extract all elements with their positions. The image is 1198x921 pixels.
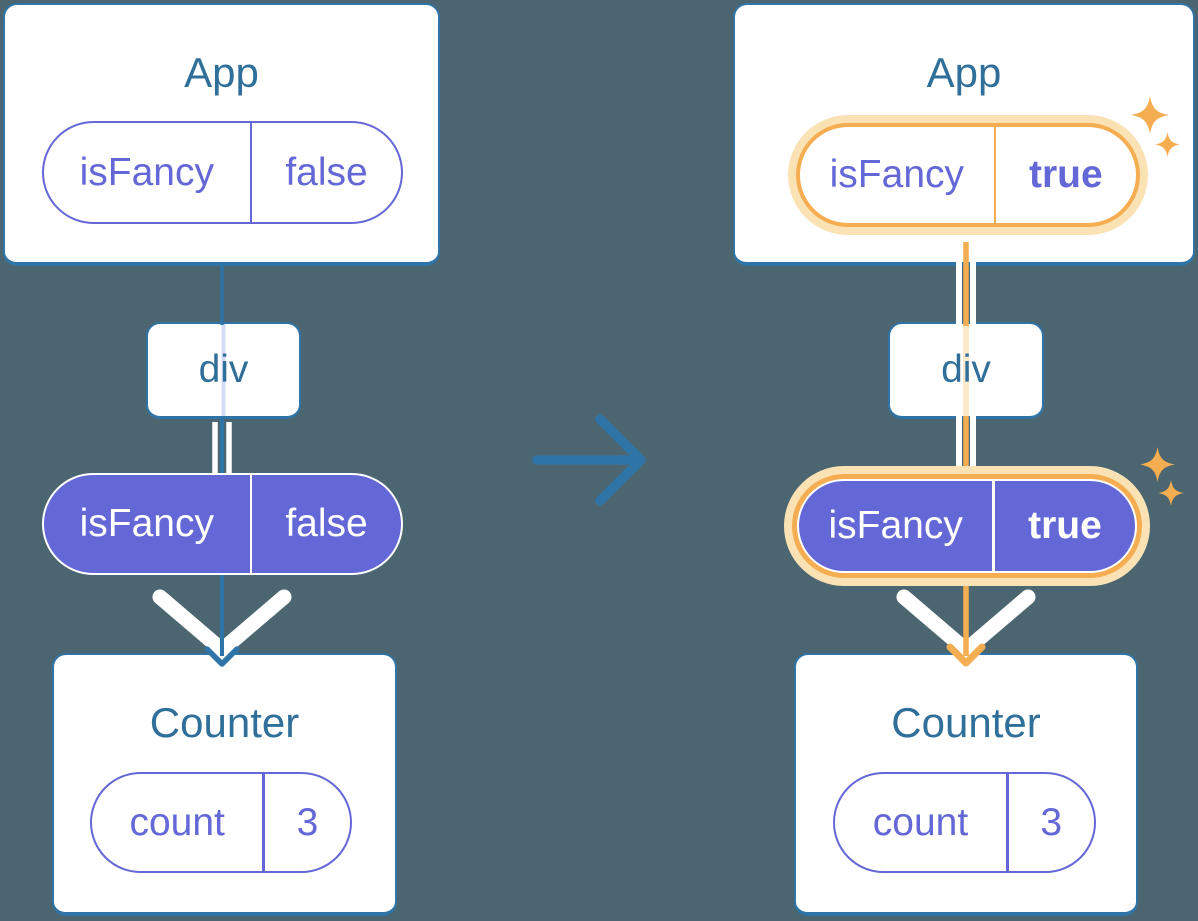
component-title: App bbox=[184, 49, 259, 96]
prop-pill-app-before: isFancy false bbox=[42, 121, 403, 224]
pill-divider bbox=[993, 127, 996, 223]
state-name-cell: count bbox=[129, 800, 225, 844]
component-title: div bbox=[941, 348, 991, 391]
div-card-after: div bbox=[888, 322, 1044, 419]
sparkle-icon bbox=[1158, 480, 1184, 506]
prop-value-cell: true bbox=[1028, 153, 1103, 196]
prop-value-cell: false bbox=[285, 502, 368, 545]
prop-value-cell: false bbox=[285, 150, 368, 194]
state-name-cell: count bbox=[872, 800, 969, 844]
pill-divider bbox=[1006, 774, 1009, 871]
prop-value-cell: true bbox=[1028, 504, 1102, 547]
sparkle-icon bbox=[1140, 447, 1175, 482]
component-title: Counter bbox=[891, 699, 1041, 746]
div-card-before: div bbox=[146, 322, 301, 419]
passed-prop-pill-before: isFancy false bbox=[42, 473, 403, 575]
state-pill-counter-before: count 3 bbox=[90, 772, 352, 873]
prop-pill-app-after: isFancy true bbox=[796, 123, 1140, 227]
transition-arrow-icon bbox=[532, 414, 646, 506]
prop-name-cell: isFancy bbox=[79, 502, 214, 545]
component-title: Counter bbox=[149, 699, 300, 746]
state-value-cell: 3 bbox=[1040, 800, 1063, 844]
pill-divider bbox=[262, 774, 265, 871]
sparkle-icon bbox=[1131, 96, 1169, 134]
passed-prop-pill-after: isFancy true bbox=[797, 479, 1137, 573]
white-down-arrow-icon bbox=[896, 589, 1036, 658]
prop-name-cell: isFancy bbox=[829, 153, 965, 196]
state-pill-counter-after: count 3 bbox=[833, 772, 1096, 873]
sparkle-icon bbox=[1155, 132, 1180, 157]
component-title: div bbox=[198, 348, 249, 391]
white-down-arrow-icon bbox=[152, 589, 292, 658]
pill-divider bbox=[992, 481, 995, 571]
prop-name-cell: isFancy bbox=[79, 150, 214, 194]
pill-divider bbox=[249, 475, 253, 573]
prop-name-cell: isFancy bbox=[828, 504, 963, 547]
state-value-cell: 3 bbox=[296, 800, 319, 844]
pill-divider bbox=[249, 123, 253, 222]
component-title: App bbox=[926, 49, 1002, 96]
